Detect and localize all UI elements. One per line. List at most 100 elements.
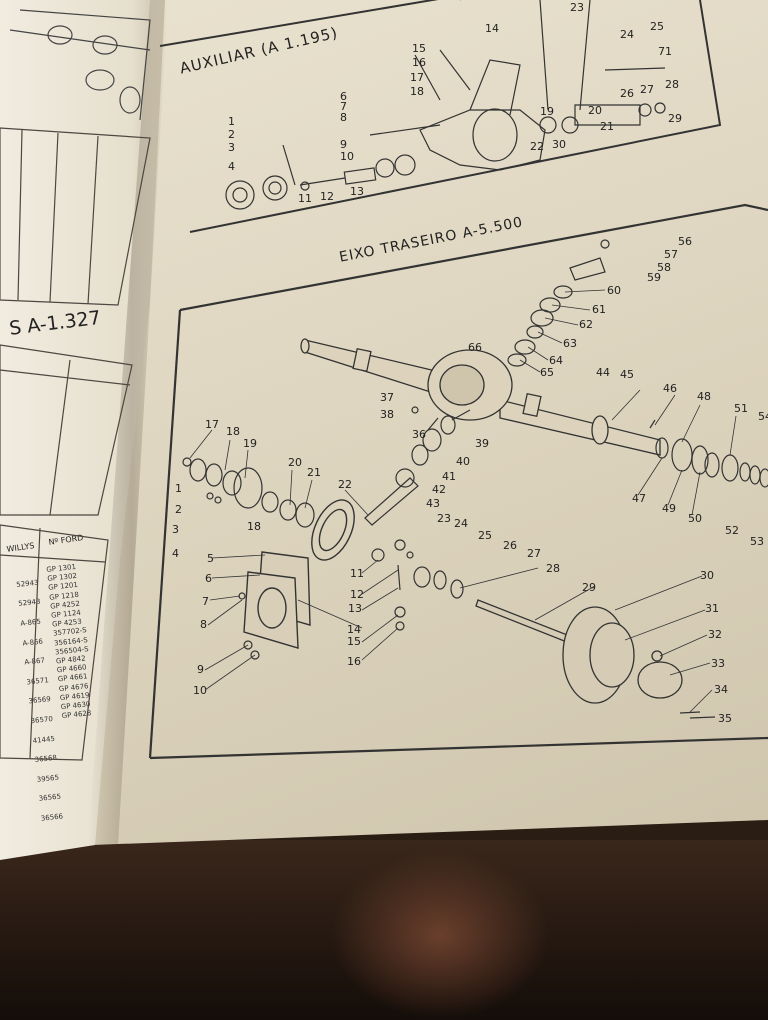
part-label: 14 bbox=[485, 22, 499, 35]
part-label: 56 bbox=[678, 235, 692, 248]
auxiliar-part-labels: 1 2 3 4 6 7 8 9 10 11 12 13 14 15 16 17 … bbox=[228, 1, 682, 205]
left-page-tables bbox=[0, 127, 151, 761]
floor-reflection bbox=[330, 850, 550, 1020]
part-label: 21 bbox=[307, 466, 321, 479]
main-diagram-frame bbox=[148, 203, 768, 760]
leader-lines bbox=[189, 289, 737, 713]
part-label: 50 bbox=[688, 512, 702, 525]
part-label: 10 bbox=[340, 150, 354, 163]
part-label: 5 bbox=[207, 552, 214, 565]
right-page bbox=[92, 0, 768, 845]
part-label: 41 bbox=[442, 470, 456, 483]
part-label: 17 bbox=[410, 71, 424, 84]
part-label: 18 bbox=[247, 520, 261, 533]
part-label: 44 bbox=[596, 366, 610, 379]
part-label: 23 bbox=[570, 1, 584, 14]
ring-gear bbox=[311, 499, 355, 561]
part-label: 25 bbox=[478, 529, 492, 542]
part-label: 66 bbox=[468, 341, 482, 354]
spider-gears bbox=[371, 539, 464, 631]
part-label: 38 bbox=[380, 408, 394, 421]
part-label: 30 bbox=[552, 138, 566, 151]
part-label: 19 bbox=[540, 105, 554, 118]
part-label: 30 bbox=[700, 569, 714, 582]
axle-shaft bbox=[475, 599, 716, 719]
part-label: 4 bbox=[172, 547, 179, 560]
part-label: 20 bbox=[588, 104, 602, 117]
part-label: 13 bbox=[350, 185, 364, 198]
part-label: 51 bbox=[734, 402, 748, 415]
part-label: 27 bbox=[527, 547, 541, 560]
left-page-top-drawing bbox=[9, 9, 151, 121]
part-label: 21 bbox=[600, 120, 614, 133]
part-label: 11 bbox=[350, 567, 364, 580]
part-label: 29 bbox=[668, 112, 682, 125]
part-label: 63 bbox=[563, 337, 577, 350]
part-label: 43 bbox=[426, 497, 440, 510]
differential-cover bbox=[243, 551, 311, 649]
part-label: 28 bbox=[665, 78, 679, 91]
part-label: 1 bbox=[228, 115, 235, 128]
part-label: 6 bbox=[205, 572, 212, 585]
part-label: 36 bbox=[412, 428, 426, 441]
part-label: 16 bbox=[347, 655, 361, 668]
part-label: 20 bbox=[288, 456, 302, 469]
part-label: 9 bbox=[340, 138, 347, 151]
part-label: 4 bbox=[228, 160, 235, 173]
part-label: 46 bbox=[663, 382, 677, 395]
part-label: 2 bbox=[175, 503, 182, 516]
part-label: 18 bbox=[410, 85, 424, 98]
part-label: 22 bbox=[338, 478, 352, 491]
part-label: 64 bbox=[549, 354, 563, 367]
part-label: 7 bbox=[340, 100, 347, 113]
part-label: 8 bbox=[200, 618, 207, 631]
part-label: 8 bbox=[340, 111, 347, 124]
part-label: 25 bbox=[650, 20, 664, 33]
part-label: 7 bbox=[202, 595, 209, 608]
part-label: 60 bbox=[607, 284, 621, 297]
part-label: 53 bbox=[750, 535, 764, 548]
part-label: 16 bbox=[412, 56, 426, 69]
part-label: 6 bbox=[340, 90, 347, 103]
part-label: 42 bbox=[432, 483, 446, 496]
part-label: 24 bbox=[454, 517, 468, 530]
part-label: 10 bbox=[193, 684, 207, 697]
part-label: 47 bbox=[632, 492, 646, 505]
main-part-labels: 17 18 19 20 21 22 1 2 3 4 18 5 6 7 8 9 1… bbox=[172, 235, 768, 725]
part-label: 57 bbox=[664, 248, 678, 261]
pinion-assembly bbox=[364, 409, 471, 526]
auxiliar-frame bbox=[159, 0, 722, 233]
part-label: 17 bbox=[205, 418, 219, 431]
part-label: 61 bbox=[592, 303, 606, 316]
part-label: 12 bbox=[320, 190, 334, 203]
part-label: 48 bbox=[697, 390, 711, 403]
left-bearing-stack bbox=[182, 457, 315, 528]
part-label: 12 bbox=[350, 588, 364, 601]
part-label: 71 bbox=[658, 45, 672, 58]
pinion-upper-stack bbox=[507, 239, 610, 367]
part-label: 34 bbox=[714, 683, 728, 696]
part-label: 15 bbox=[412, 42, 426, 55]
part-label: 18 bbox=[226, 425, 240, 438]
part-label: 52 bbox=[725, 524, 739, 537]
part-label: 3 bbox=[172, 523, 179, 536]
part-label: 26 bbox=[620, 87, 634, 100]
part-label: 1 bbox=[175, 482, 182, 495]
part-label: 23 bbox=[437, 512, 451, 525]
part-label: 29 bbox=[582, 581, 596, 594]
part-label: 2 bbox=[228, 128, 235, 141]
part-label: 11 bbox=[298, 192, 312, 205]
part-label: 58 bbox=[657, 261, 671, 274]
axle-housing bbox=[300, 338, 661, 456]
part-label: 59 bbox=[647, 271, 661, 284]
part-label: 54 bbox=[758, 410, 768, 423]
part-label: 13 bbox=[348, 602, 362, 615]
part-label: 3 bbox=[228, 141, 235, 154]
part-label: 28 bbox=[546, 562, 560, 575]
part-label: 40 bbox=[456, 455, 470, 468]
part-label: 45 bbox=[620, 368, 634, 381]
part-label: 39 bbox=[475, 437, 489, 450]
part-label: 27 bbox=[640, 83, 654, 96]
